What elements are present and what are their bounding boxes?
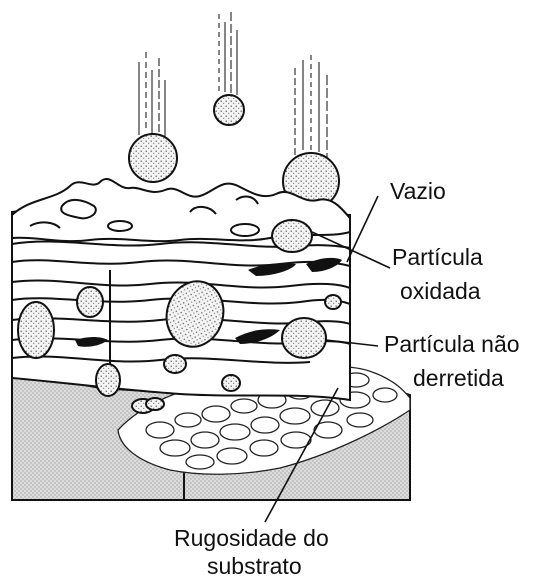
- falling-particle-center: [214, 95, 244, 125]
- label-rugosidade-line1: Rugosidade do: [174, 525, 329, 551]
- leader-vazio: [347, 196, 378, 262]
- label-particula-oxidada-line1: Partícula: [392, 244, 483, 270]
- unmelted-particle: [282, 318, 326, 358]
- label-rugosidade-line2: substrato: [207, 553, 302, 579]
- label-particula-nao-derretida-line1: Partícula não: [384, 331, 520, 357]
- falling-particle-left: [129, 134, 177, 182]
- oxidized-particle: [272, 220, 312, 252]
- label-vazio: Vazio: [390, 178, 446, 204]
- falling-streaks: [139, 12, 327, 158]
- label-particula-nao-derretida-line2: derretida: [413, 365, 504, 391]
- label-particula-oxidada-line2: oxidada: [400, 278, 481, 304]
